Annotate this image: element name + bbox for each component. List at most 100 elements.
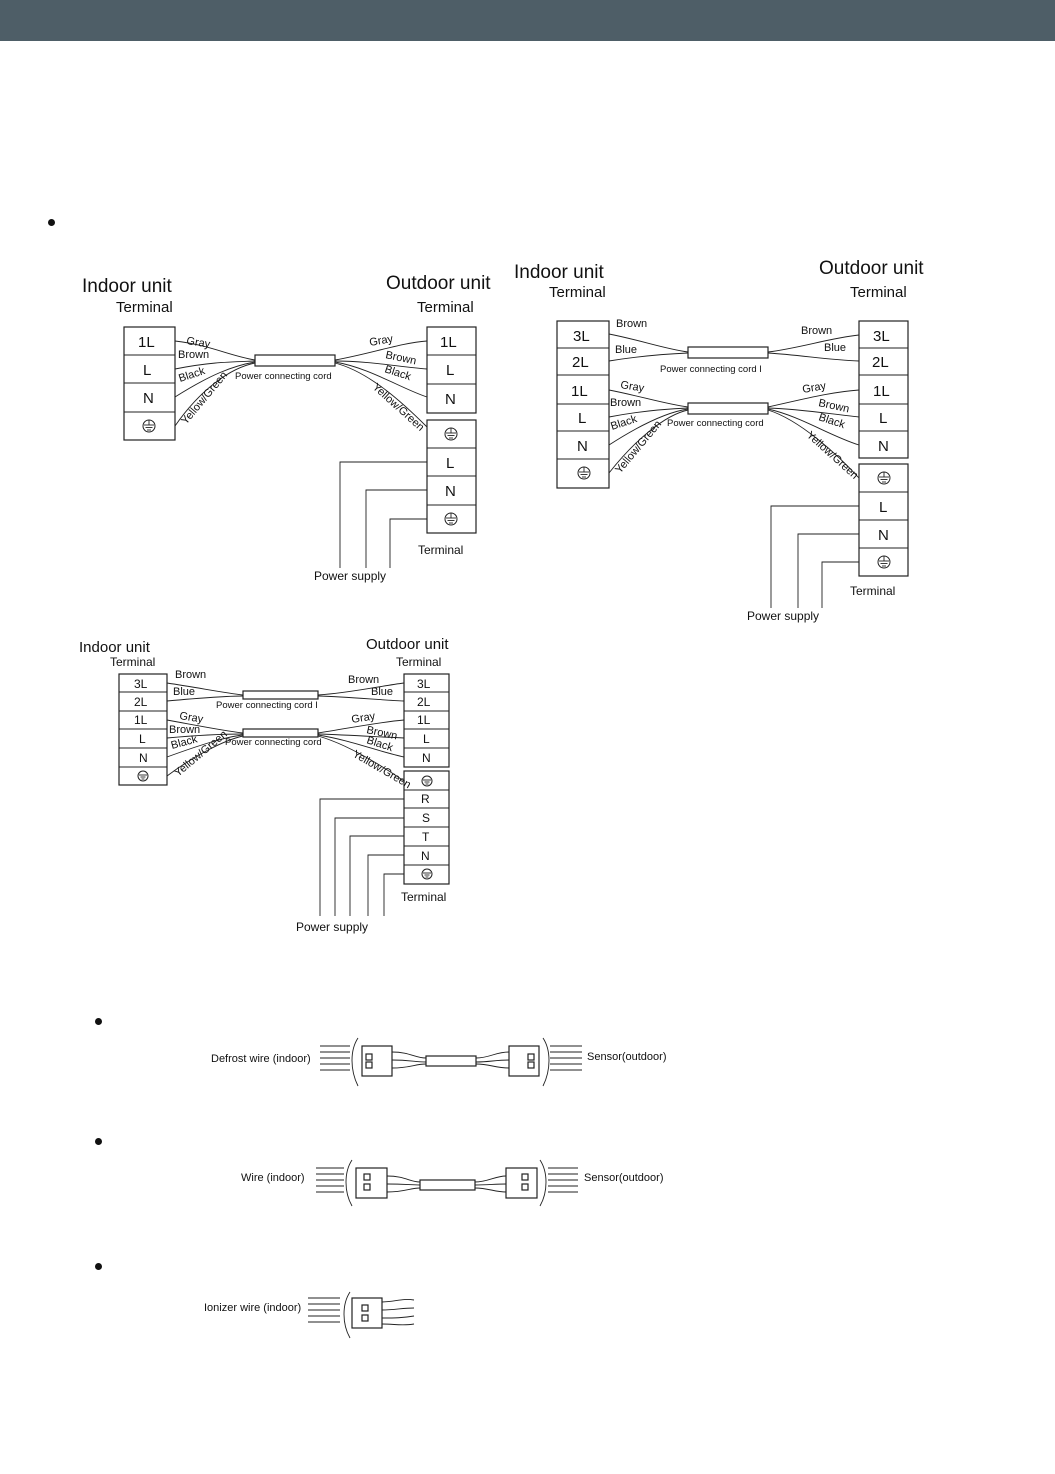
power-supply-label: Power supply	[296, 920, 368, 934]
wire-label: Gray	[186, 335, 212, 351]
supply-terminal-label: Terminal	[418, 543, 463, 557]
header-bar	[0, 0, 1055, 41]
ground-icon	[444, 427, 458, 441]
indoor-unit-title: Indoor unit	[82, 276, 173, 297]
power-supply-label: Power supply	[314, 569, 386, 583]
indoor-terminal-block	[118, 673, 168, 786]
terminal-label: L	[446, 362, 454, 379]
indoor-terminal-label: Terminal	[110, 655, 155, 669]
ground-icon	[421, 775, 433, 787]
ground-icon	[137, 770, 149, 782]
ionizer-wire-label: Ionizer wire (indoor)	[204, 1302, 301, 1314]
indoor-terminal-block	[556, 320, 610, 489]
terminal-label: 2L	[417, 695, 431, 709]
wire-label: Gray	[179, 710, 205, 726]
bullet	[95, 1018, 102, 1025]
power-cord	[254, 354, 336, 367]
wire-label: Brown	[169, 724, 200, 736]
wire-label: Black	[170, 733, 200, 752]
wire-label: Black	[817, 411, 847, 431]
indoor-terminal-label: Terminal	[549, 284, 606, 301]
indoor-unit-title: Indoor unit	[514, 262, 605, 283]
terminal-label: L	[879, 410, 887, 427]
defrost-wire-label: Defrost wire (indoor)	[211, 1053, 311, 1065]
diagram-single-phase: Indoor unit Terminal Outdoor unit Termin…	[82, 273, 491, 583]
power-supply-label: Power supply	[747, 609, 819, 623]
indoor-terminal-label: Terminal	[116, 299, 173, 316]
supply-terminal-block	[403, 770, 450, 885]
terminal-label: N	[445, 483, 456, 500]
sensor-label: Sensor(outdoor)	[587, 1051, 667, 1063]
ground-icon	[877, 471, 891, 485]
terminal-label: N	[445, 391, 456, 408]
terminal-label: L	[879, 499, 887, 516]
terminal-label: 1L	[571, 383, 588, 400]
wire-label: Wire (indoor)	[241, 1172, 305, 1184]
outdoor-unit-title: Outdoor unit	[386, 273, 491, 294]
bullet	[95, 1263, 102, 1270]
terminal-label: 3L	[417, 677, 431, 691]
ground-icon	[877, 555, 891, 569]
wire-label: Yellow/Green	[804, 429, 860, 481]
outdoor-terminal-block	[403, 673, 450, 768]
diagram-three-phase: Indoor unit Terminal Outdoor unit Termin…	[79, 636, 450, 934]
terminal-label: N	[422, 751, 431, 765]
terminal-label: 1L	[134, 713, 148, 727]
terminal-label: T	[422, 830, 430, 844]
wire-label: Brown	[616, 318, 647, 330]
wire-label: Blue	[824, 342, 846, 354]
outdoor-terminal-label: Terminal	[417, 299, 474, 316]
outdoor-unit-title: Outdoor unit	[366, 636, 449, 653]
outdoor-terminal-label: Terminal	[396, 655, 441, 669]
terminal-label: N	[878, 438, 889, 455]
ionizer-connector: Ionizer wire (indoor)	[204, 1291, 415, 1339]
ground-icon	[444, 512, 458, 526]
wire-label: Brown	[348, 674, 379, 686]
terminal-label: S	[422, 811, 430, 825]
ground-icon	[142, 419, 156, 433]
terminal-label: L	[578, 410, 586, 427]
terminal-label: 3L	[573, 328, 590, 345]
wire-label: Yellow/Green	[370, 381, 426, 433]
terminal-label: 3L	[134, 677, 148, 691]
outdoor-unit-title: Outdoor unit	[819, 258, 924, 279]
ground-icon	[421, 868, 433, 880]
terminal-label: N	[139, 751, 148, 765]
ground-icon	[577, 466, 591, 480]
supply-terminal-label: Terminal	[401, 890, 446, 904]
terminal-label: N	[421, 849, 430, 863]
cord-label: Power connecting cord	[667, 418, 764, 429]
wire-label: Brown	[175, 669, 206, 681]
bullet	[95, 1138, 102, 1145]
terminal-label: 2L	[872, 354, 889, 371]
bullet	[48, 219, 55, 226]
wire-label: Blue	[615, 344, 637, 356]
wire-label: Brown	[610, 397, 641, 409]
power-cord	[242, 728, 319, 738]
indoor-unit-title: Indoor unit	[79, 639, 151, 656]
outdoor-terminal-label: Terminal	[850, 284, 907, 301]
power-cord-1	[242, 690, 319, 700]
supply-terminal-block	[426, 419, 477, 534]
wire-connector: Wire (indoor) Sensor(outdoor)	[241, 1159, 664, 1207]
wire-label: Gray	[801, 380, 827, 396]
diagram-two-cord: Indoor unit Terminal Outdoor unit Termin…	[514, 258, 924, 623]
terminal-label: 1L	[417, 713, 431, 727]
supply-terminal-label: Terminal	[850, 584, 895, 598]
defrost-connector: Defrost wire (indoor) Sensor(outdoor)	[211, 1037, 667, 1087]
outdoor-terminal-block	[426, 326, 477, 414]
terminal-label: 2L	[134, 695, 148, 709]
cord-label: Power connecting cord I	[660, 364, 762, 375]
terminal-label: N	[143, 390, 154, 407]
sensor-label: Sensor(outdoor)	[584, 1172, 664, 1184]
cord-label: Power connecting cord	[235, 371, 332, 382]
wire-label: Brown	[178, 349, 209, 361]
terminal-label: L	[139, 732, 146, 746]
wire-label: Blue	[173, 686, 195, 698]
terminal-label: 3L	[873, 328, 890, 345]
terminal-label: 1L	[873, 383, 890, 400]
terminal-label: 2L	[572, 354, 589, 371]
indoor-terminal-block	[123, 326, 176, 441]
terminal-label: R	[421, 792, 430, 806]
